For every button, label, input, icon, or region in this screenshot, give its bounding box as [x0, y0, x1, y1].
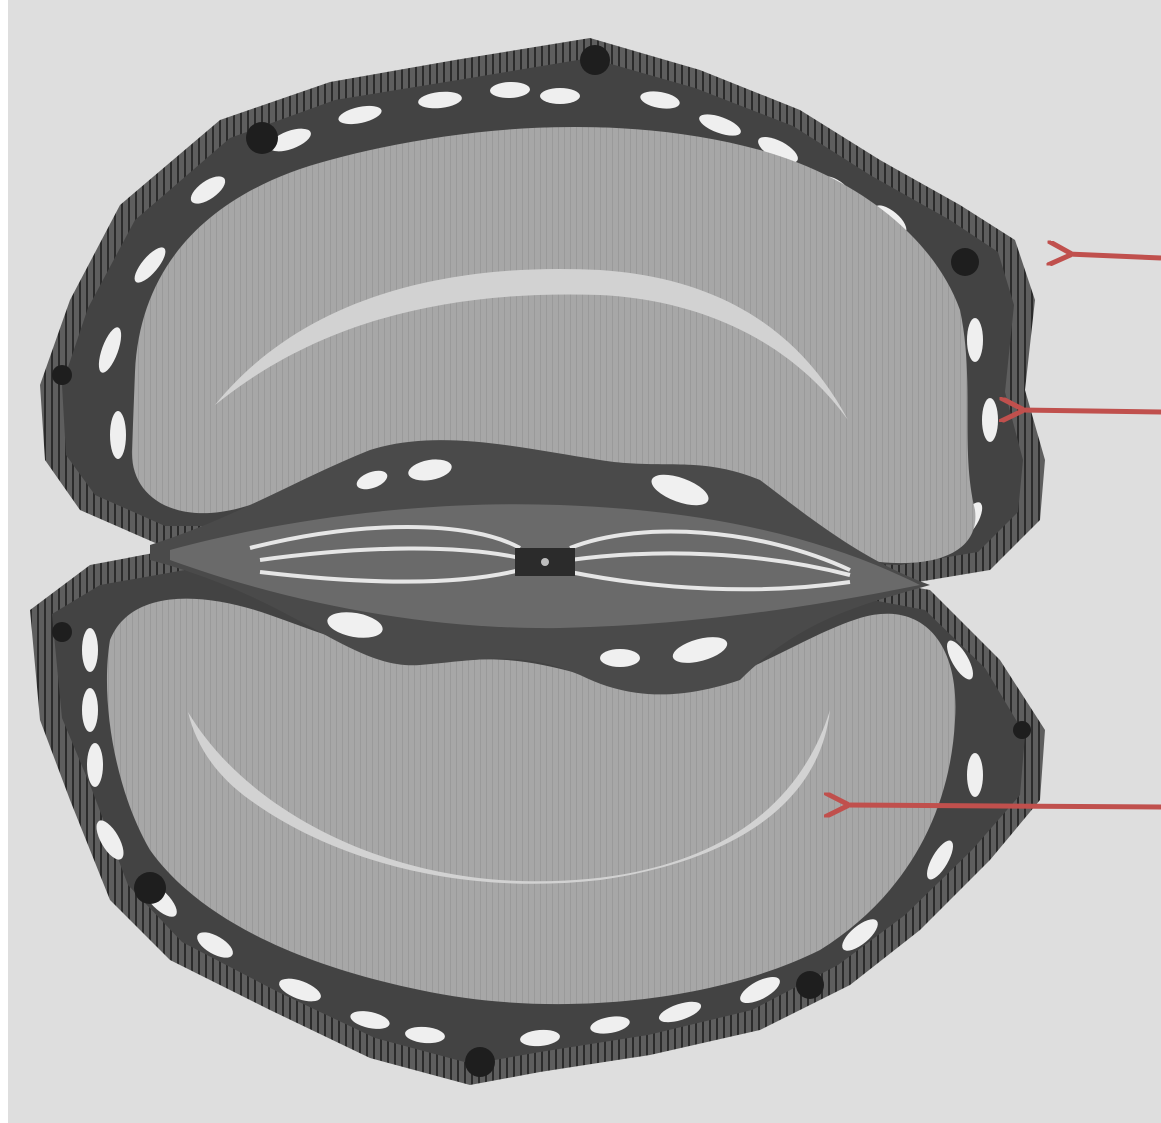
arrow-inner-streak — [845, 805, 1161, 807]
furrow-pore-dot — [541, 558, 549, 566]
arrow-wall-vacuole — [1020, 410, 1161, 412]
